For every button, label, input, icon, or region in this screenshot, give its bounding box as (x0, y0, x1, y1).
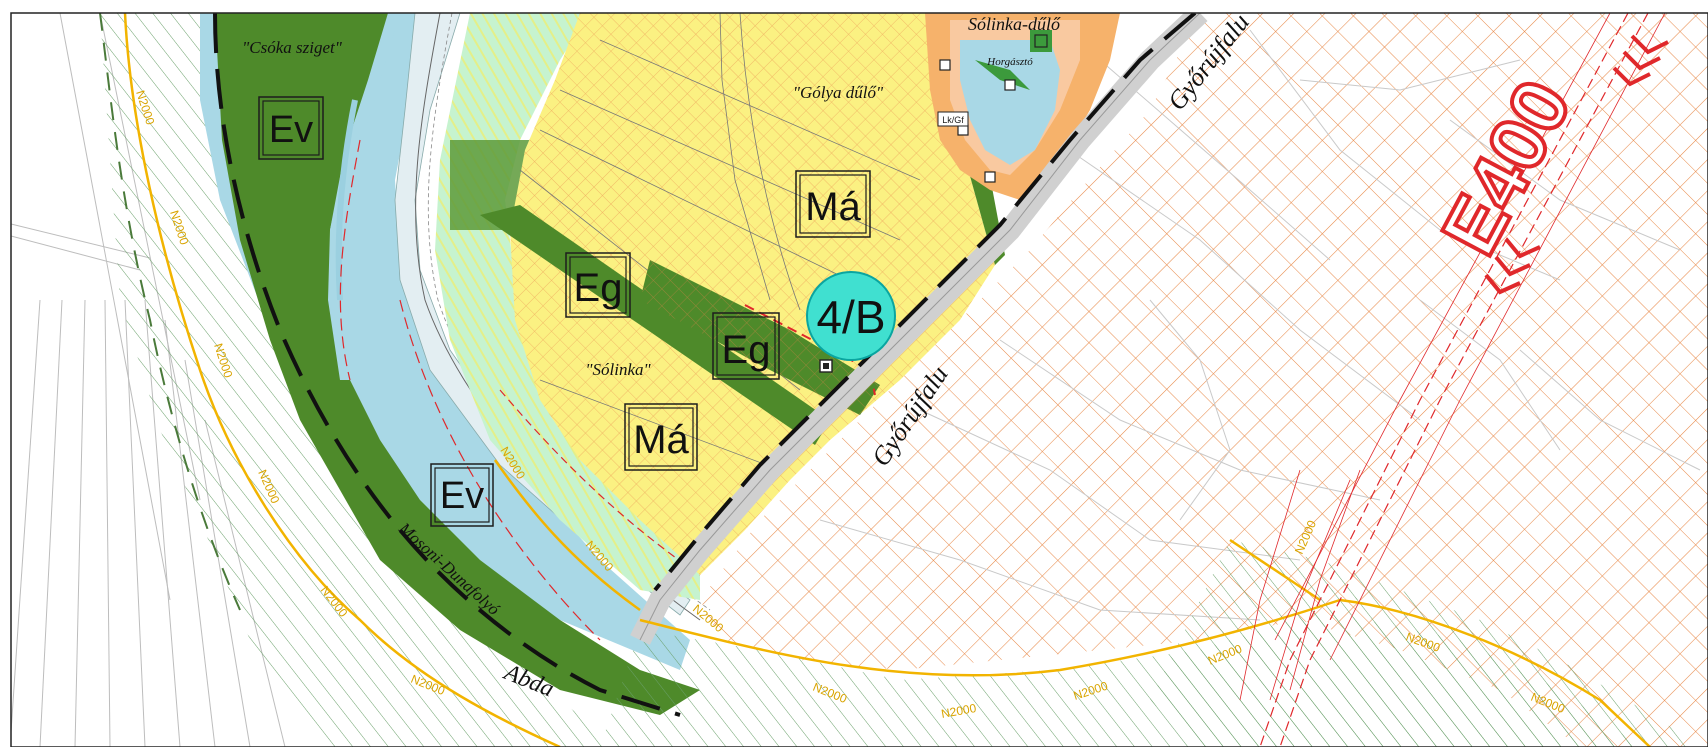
zone-label-eg-west: Eg (565, 252, 631, 318)
svg-text:Ev: Ev (440, 475, 484, 517)
zone-label-ma-south: Má (624, 403, 698, 471)
place-solinka-dulo: Sólinka-dűlő (968, 14, 1061, 34)
zone-badge-4b[interactable]: 4/B (806, 271, 896, 361)
zone-label-ev-south: Ev (430, 463, 494, 527)
svg-text:Má: Má (805, 185, 861, 229)
forest-zone-ev (215, 13, 700, 715)
e400-corridor (1239, 13, 1666, 747)
place-solinka: "Sólinka" (585, 360, 651, 379)
e400-arrows (1484, 34, 1669, 295)
place-golya-dulo: "Gólya dűlő" (793, 83, 884, 102)
place-csoka-sziget: "Csóka sziget" (242, 38, 343, 57)
development-zone-hatch (700, 13, 1708, 747)
building-label-box (937, 111, 969, 127)
svg-text:Má: Má (633, 418, 689, 462)
forest-strip-eg (480, 205, 830, 445)
svg-text:Eg: Eg (722, 328, 771, 372)
zone-label-ev-north: Ev (258, 96, 324, 160)
zone-label-ma-north: Má (795, 170, 871, 238)
zone-label-eg-east: Eg (712, 312, 780, 380)
svg-text:N2000: N2000 (940, 701, 978, 721)
svg-text:4/B: 4/B (816, 291, 885, 343)
settlement-boundary (653, 13, 1197, 592)
building-label: Lk/Gf (942, 115, 964, 125)
protected-zone-west-hatch (100, 13, 620, 747)
n2000-boundary (123, 13, 1651, 747)
fishing-pond (960, 40, 1060, 165)
svg-text:Eg: Eg (574, 266, 623, 310)
place-horgaszto: Horgásztó (986, 56, 1033, 68)
svg-text:Ev: Ev (269, 109, 313, 151)
